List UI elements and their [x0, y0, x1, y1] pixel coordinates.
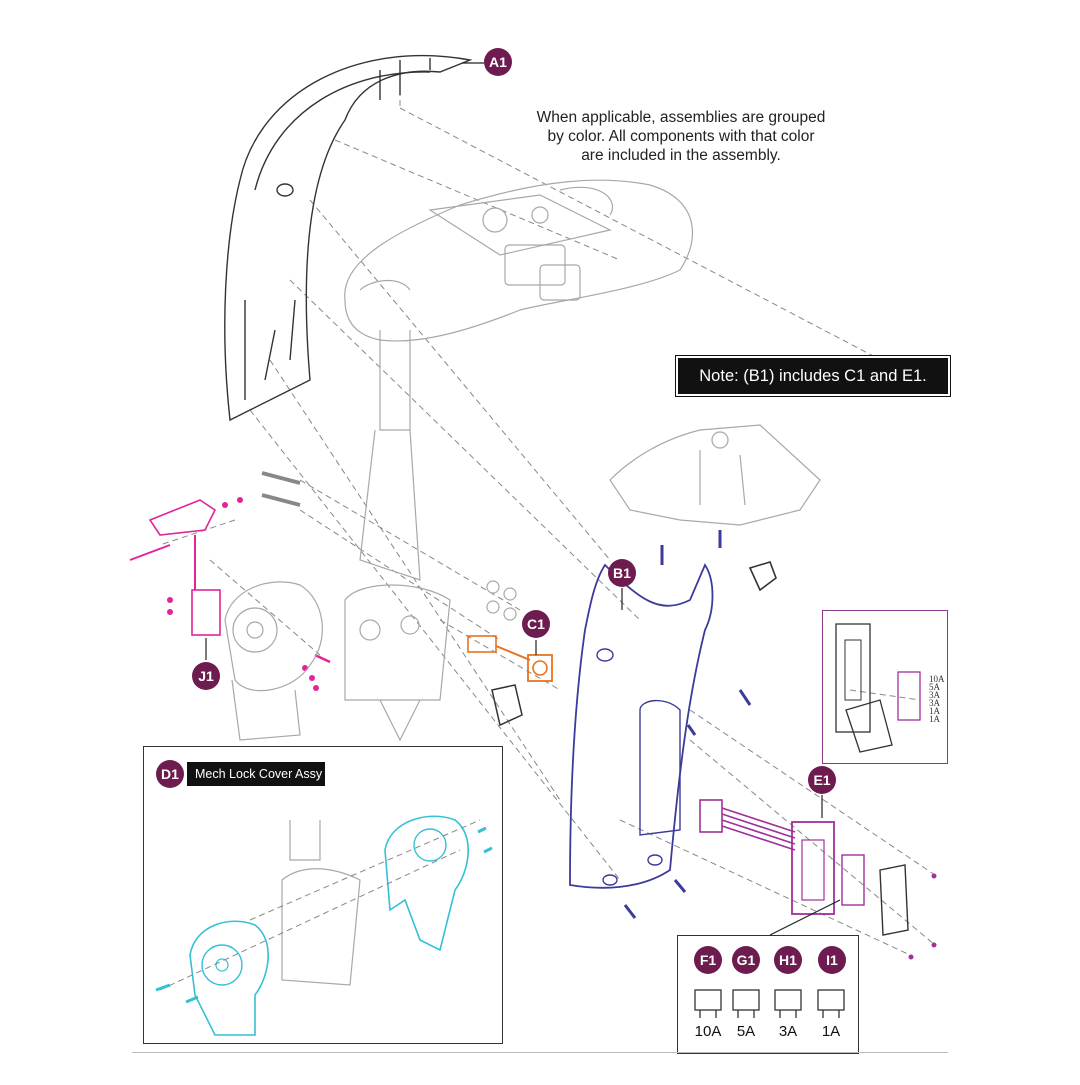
- inset-rating-1: 10A: [929, 674, 945, 684]
- callout-f1: F1: [694, 946, 722, 974]
- tiller-console-part: [344, 179, 694, 742]
- fuse-5a-icon: [732, 989, 760, 1018]
- callout-c1-label: C1: [527, 616, 545, 632]
- callout-i1: I1: [818, 946, 846, 974]
- callout-leaders: [205, 62, 841, 936]
- fuse-icons: [694, 989, 845, 1018]
- fuse-rating-h1: 3A: [778, 1023, 798, 1040]
- callout-g1-label: G1: [737, 952, 756, 968]
- callout-h1-label: H1: [779, 952, 797, 968]
- a1-rear-shroud-part: [224, 54, 473, 422]
- fuse-10a-icon: [694, 989, 722, 1018]
- c1-key-switch-part: [467, 635, 553, 682]
- d1-inset-label: Mech Lock Cover Assy: [187, 762, 325, 786]
- callout-c1: C1: [522, 610, 550, 638]
- fuse-rating-f1: 10A: [694, 1023, 722, 1040]
- fuse-rating-i1: 1A: [821, 1023, 841, 1040]
- console-screws: [660, 530, 752, 706]
- callout-e1: E1: [808, 766, 836, 794]
- callout-j1: J1: [192, 662, 220, 690]
- fuse-1a-icon: [817, 989, 845, 1018]
- callout-i1-label: I1: [826, 952, 838, 968]
- fuse-rating-g1: 5A: [736, 1023, 756, 1040]
- inset-rating-5: 1A: [929, 706, 940, 716]
- b1-front-shroud-part: [569, 563, 714, 919]
- key-cap-part: [491, 684, 523, 727]
- inset-rating-2: 5A: [929, 682, 940, 692]
- callout-j1-label: J1: [198, 668, 214, 684]
- console-lower-housing-part: [609, 424, 821, 526]
- callout-a1: A1: [484, 48, 512, 76]
- callout-d1: D1: [156, 760, 184, 788]
- inset-rating-4: 3A: [929, 698, 940, 708]
- cover-clip-part: [748, 561, 777, 592]
- fuse-3a-icon: [774, 989, 802, 1018]
- callout-g1: G1: [732, 946, 760, 974]
- mech-lock-cover-part: [224, 581, 323, 741]
- inset-rating-6: 1A: [929, 714, 940, 724]
- inset-rating-3: 3A: [929, 690, 940, 700]
- b1-includes-note: Note: (B1) includes C1 and E1.: [675, 355, 951, 397]
- callout-f1-label: F1: [700, 952, 717, 968]
- grouping-note-line-2: by color. All components with that color: [547, 128, 815, 145]
- j1-lever-assembly-part: [129, 497, 331, 691]
- fuse-block-detail-part: [835, 623, 921, 753]
- grouping-note-line-1: When applicable, assemblies are grouped: [536, 109, 826, 126]
- grouping-note-line-3: are included in the assembly.: [581, 147, 781, 164]
- callout-a1-label: A1: [489, 54, 507, 70]
- assembly-grouping-note: When applicable, assemblies are grouped …: [516, 108, 846, 165]
- fuse-block-detail-inset: 10A 5A 3A 3A 1A 1A: [822, 610, 948, 764]
- e1-fuse-block-harness-part: [699, 799, 937, 960]
- callout-b1-label: B1: [613, 565, 631, 581]
- callout-d1-label: D1: [161, 766, 179, 782]
- d1-mech-lock-cover-part: [155, 815, 493, 1036]
- mounting-bolts: [261, 471, 517, 621]
- callout-h1: H1: [774, 946, 802, 974]
- d1-inset-box: [143, 746, 503, 1044]
- callout-e1-label: E1: [813, 772, 830, 788]
- callout-b1: B1: [608, 559, 636, 587]
- page-baseline-rule: [132, 1052, 948, 1053]
- fuse-ratings-box: [677, 935, 859, 1054]
